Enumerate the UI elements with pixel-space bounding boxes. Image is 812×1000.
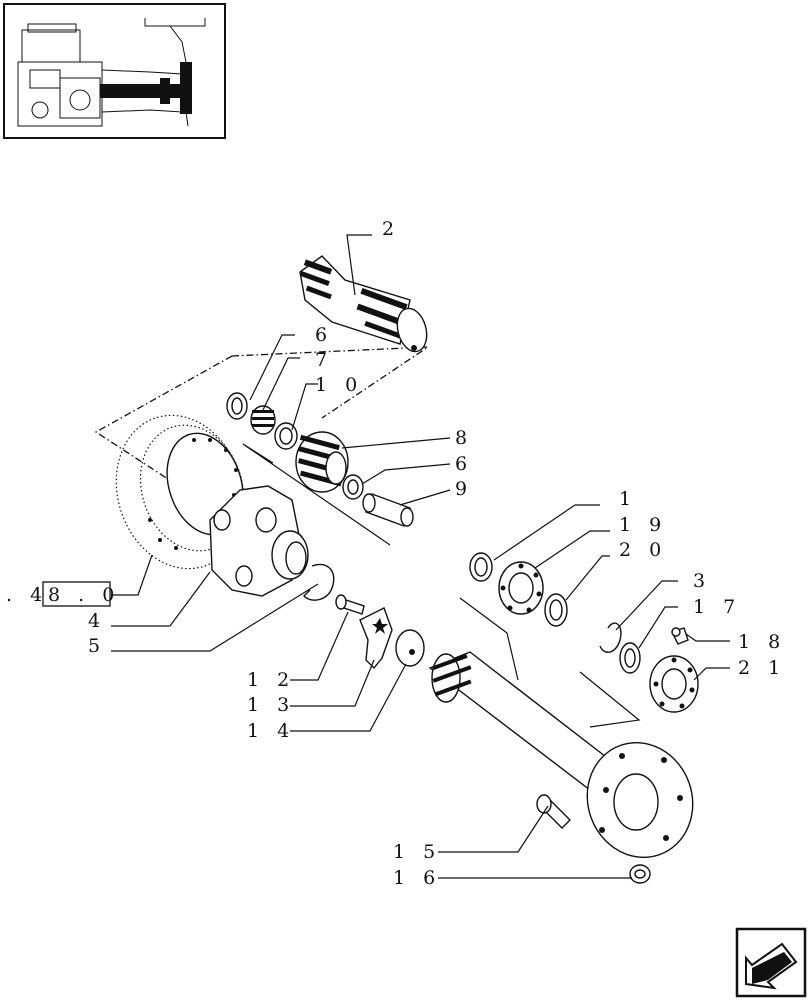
part-9-pin: [362, 493, 414, 527]
callout-17: 1 7: [693, 596, 741, 618]
leader-lines: [111, 234, 730, 879]
callout-7: 7: [315, 349, 333, 371]
callout-8: 8: [455, 427, 473, 449]
part-5-snap-ring: [303, 563, 335, 601]
callout-14: 1 4: [247, 720, 295, 742]
callout-9: 9: [455, 478, 473, 500]
callout-6-top: 6: [315, 324, 333, 346]
part-8-planet-gear: [295, 431, 349, 493]
part-1-seal: [469, 552, 493, 582]
plane-upper: [94, 346, 431, 501]
callout-3: 3: [693, 570, 711, 592]
callout-4: 4: [88, 610, 106, 632]
callout-6-bottom: 6: [455, 453, 473, 475]
plane-right: [459, 597, 519, 681]
callout-21: 2 1: [738, 657, 786, 679]
callout-ref-box: [42, 581, 111, 607]
callout-20: 2 0: [619, 539, 667, 561]
plane-mid: [242, 443, 391, 546]
part-21-bearing: [649, 655, 699, 713]
part-20-ring: [544, 593, 568, 627]
part-17-ring: [619, 642, 641, 674]
callout-15: 1 5: [393, 841, 441, 863]
callout-2: 2: [382, 218, 400, 240]
part-4-carrier: [209, 485, 309, 597]
callout-16: 1 6: [393, 867, 441, 889]
part-19-bearing: [498, 561, 544, 615]
callout-12: 1 2: [247, 669, 295, 691]
part-10-ring: [274, 422, 298, 450]
part-7-needle-bearing: [250, 405, 276, 435]
part-12-bolt: [335, 594, 365, 615]
callout-labels: 2 6 7 1 0 8 6 9 1 1 9 2 0 3 1 7 1 8 2 1 …: [6, 218, 786, 889]
part-14-washer: [395, 629, 425, 667]
axle-shaft: [428, 651, 694, 859]
callout-10: 1 0: [315, 374, 363, 396]
callout-1: 1: [619, 488, 637, 510]
part-16-nut: [629, 864, 651, 884]
part-6-ring-right: [342, 474, 364, 500]
callout-13: 1 3: [247, 694, 295, 716]
part-2-shaft: [299, 255, 428, 353]
next-page-arrow-icon[interactable]: [735, 927, 807, 998]
callout-ref-boxed: 8 . 0: [48, 584, 120, 606]
part-15-stud: [536, 794, 571, 829]
callout-18: 1 8: [738, 631, 786, 653]
assembly-overview-thumbnail[interactable]: [3, 3, 226, 139]
plane-right-b: [579, 671, 641, 728]
part-6-ring-left: [226, 392, 248, 420]
callout-ref-prefix: . 4: [6, 584, 48, 606]
part-13-lock-plate: [359, 607, 393, 670]
callout-19: 1 9: [619, 514, 667, 536]
part-18-grease-fitting: [671, 627, 689, 645]
part-3-snap-ring: [599, 622, 622, 653]
callout-5: 5: [88, 635, 106, 657]
